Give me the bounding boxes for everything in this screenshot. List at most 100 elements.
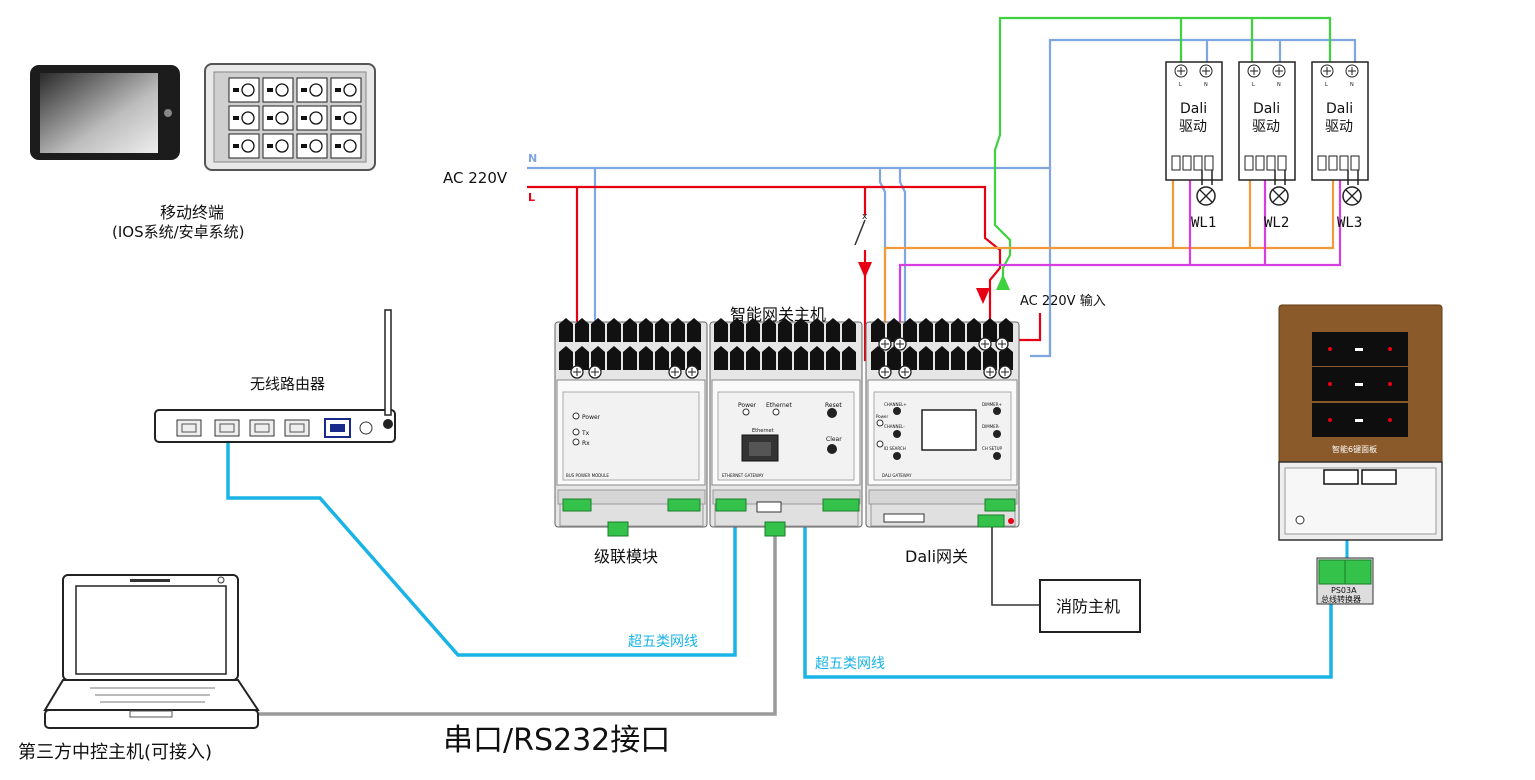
fire-host-box: 消防主机 <box>1039 579 1141 633</box>
touch-panel-key[interactable] <box>262 105 294 131</box>
terminal-screw <box>687 318 701 342</box>
terminal-screw-open <box>878 365 892 379</box>
third-party-label: 第三方中控主机(可接入) <box>18 742 212 763</box>
cascade-label: 级联模块 <box>594 547 658 566</box>
mobile-sublabel: (IOS系统/安卓系统) <box>112 223 245 241</box>
dali-id-search-text: ID SEARCH <box>884 446 906 451</box>
switch-blade <box>854 219 866 246</box>
panel-key-3[interactable] <box>1312 403 1408 437</box>
terminal-screw-open <box>978 337 992 351</box>
cascade-power-text: Power <box>582 414 601 421</box>
terminal-screw <box>730 346 744 370</box>
driver-n-label: N <box>1350 82 1354 88</box>
touch-panel <box>204 63 376 171</box>
terminal-screw <box>983 318 997 342</box>
ac220v-label: AC 220V <box>443 169 508 187</box>
lamp-label: WL3 <box>1337 215 1362 231</box>
dali-ch-setup-text: CH SETUP <box>982 446 1003 451</box>
gw-reset-button[interactable] <box>827 408 837 418</box>
touch-panel-keys <box>228 77 362 159</box>
cat5-cable-left <box>226 432 737 657</box>
terminal-screw-open <box>983 365 997 379</box>
driver-name: Dali <box>1180 101 1207 117</box>
terminal-screw <box>887 346 901 370</box>
panel-key-2[interactable] <box>1312 367 1408 401</box>
terminal-screw <box>983 346 997 370</box>
dali-ch-plus-button[interactable] <box>893 407 901 415</box>
touch-panel-key[interactable] <box>330 133 362 159</box>
panel-key-1[interactable] <box>1312 332 1408 366</box>
router <box>154 309 396 443</box>
terminal-screw <box>903 346 917 370</box>
dali-dimmer-minus-button[interactable] <box>993 430 1001 438</box>
dali-power-text: Power <box>876 414 888 419</box>
terminal-screw <box>746 346 760 370</box>
touch-panel-key[interactable] <box>296 77 328 103</box>
dali-green-terminal-2 <box>977 514 1005 528</box>
dali-ch-minus-button[interactable] <box>893 430 901 438</box>
magenta-wire <box>898 160 1342 340</box>
terminal-screw <box>778 346 792 370</box>
touch-panel-key[interactable] <box>262 133 294 159</box>
touch-panel-key[interactable] <box>262 77 294 103</box>
terminal-screw <box>623 346 637 370</box>
touch-panel-key[interactable] <box>296 133 328 159</box>
dali-id-search-button[interactable] <box>893 452 901 460</box>
terminal-screw-open <box>588 365 602 379</box>
terminal-screw-open <box>898 365 912 379</box>
terminal-screw <box>762 346 776 370</box>
terminal-screw <box>871 346 885 370</box>
terminal-screw <box>559 346 573 370</box>
dali-foot-text: DALI GATEWAY <box>882 473 912 478</box>
touch-panel-key[interactable] <box>330 105 362 131</box>
gw-green-terminal-2 <box>764 521 786 537</box>
cascade-tx-text: Tx <box>581 430 590 437</box>
dali-ch-setup-button[interactable] <box>993 452 1001 460</box>
terminal-screw-open <box>570 365 584 379</box>
touch-panel-key[interactable] <box>330 77 362 103</box>
tablet <box>30 65 180 160</box>
panel-terminal-2 <box>1361 469 1397 485</box>
switch-x-mark: x <box>862 212 868 222</box>
terminal-screw <box>591 318 605 342</box>
terminal-screw <box>714 318 728 342</box>
terminal-screw <box>639 318 653 342</box>
lamp-icon <box>1196 186 1216 206</box>
mobile-label: 移动终端 <box>160 203 224 222</box>
touch-panel-key[interactable] <box>228 105 260 131</box>
red-arrow-2 <box>976 288 990 304</box>
terminal-screw <box>810 318 824 342</box>
dali-ch-plus-text: CHANNEL+ <box>884 402 907 407</box>
serial-cable <box>258 535 777 716</box>
touch-panel-key[interactable] <box>228 133 260 159</box>
touch-panel-key[interactable] <box>296 105 328 131</box>
dali-green-terminal-1 <box>984 498 1016 512</box>
laptop-keyboard <box>90 687 215 718</box>
terminal-screw <box>903 318 917 342</box>
terminal-screw <box>967 318 981 342</box>
wires <box>226 16 1357 716</box>
lamp-icon <box>1342 186 1362 206</box>
gateway-host-label: 智能网关主机 <box>730 305 826 324</box>
driver-n-label: N <box>1204 82 1208 88</box>
dali-dimmer-plus-button[interactable] <box>993 407 1001 415</box>
lamp-icon <box>1269 186 1289 206</box>
terminal-screw <box>607 318 621 342</box>
serial-label: 串口/RS232接口 <box>443 723 670 758</box>
smart-6-key-panel: 智能6键面板 <box>1278 304 1443 541</box>
terminal-screw <box>559 318 573 342</box>
terminal-screw <box>575 346 589 370</box>
terminal-screw <box>919 318 933 342</box>
gw-clear-button[interactable] <box>827 444 837 454</box>
terminal-screw <box>967 346 981 370</box>
touch-panel-key[interactable] <box>228 77 260 103</box>
gw-green-terminal-1 <box>715 498 747 512</box>
dali-gateway-label: Dali网关 <box>905 547 968 566</box>
gw-dip-switch <box>756 501 782 513</box>
lamp-label: WL1 <box>1191 215 1216 231</box>
gw-foot-text: ETHERNET GATEWAY <box>722 473 764 478</box>
terminal-screw <box>655 346 669 370</box>
